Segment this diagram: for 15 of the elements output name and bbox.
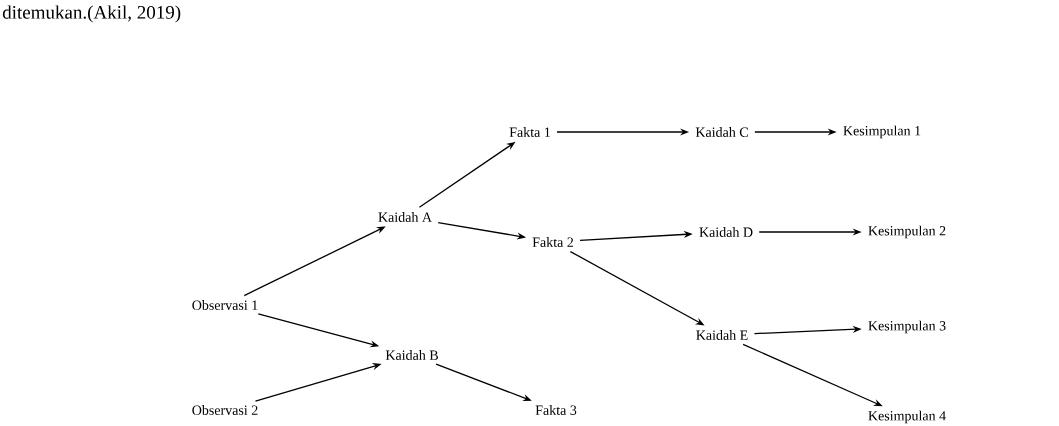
node-label: Fakta 3	[535, 405, 577, 415]
node-label: Kaidah D	[699, 227, 753, 237]
node-label: Kaidah B	[385, 350, 438, 360]
node-label: Fakta 1	[509, 127, 550, 137]
node-label: Kaidah A	[378, 212, 432, 222]
node-label: Kesimpulan 2	[868, 225, 946, 239]
node-label: Kaidah C	[695, 127, 748, 137]
node-label: Kesimpulan 4	[868, 410, 946, 424]
node-label: Observasi 1	[192, 300, 258, 310]
node-label: Kesimpulan 3	[868, 320, 946, 334]
caption-text: ditemukan.(Akil, 2019)	[2, 5, 181, 23]
node-label: Fakta 2	[532, 237, 574, 247]
node-label: Kesimpulan 1	[843, 125, 921, 139]
node-label: Observasi 2	[192, 405, 258, 415]
node-label: Kaidah E	[696, 330, 748, 340]
